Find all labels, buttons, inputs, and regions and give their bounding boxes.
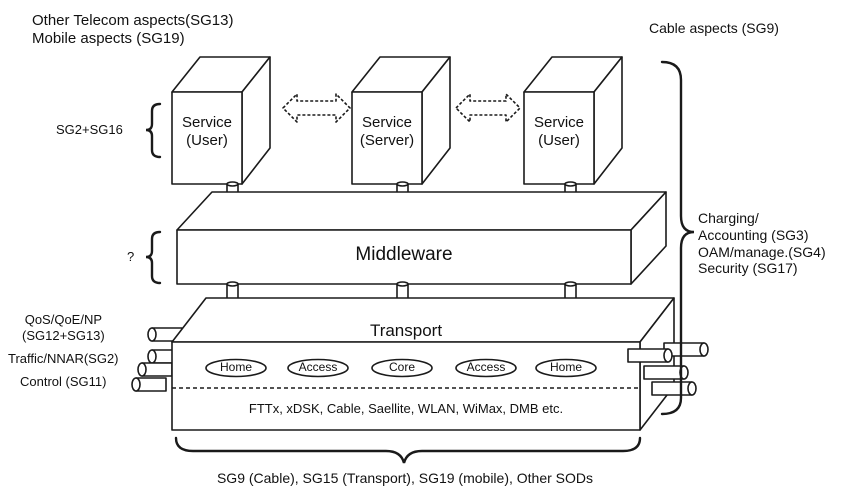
mobile-aspects-label: Mobile aspects (SG19) (32, 30, 185, 47)
service-user-right-label: Service (User) (533, 114, 585, 149)
control-label: Control (SG11) (20, 374, 107, 389)
middleware-group-label: ? (127, 249, 135, 264)
segment-home-left: Home (219, 360, 252, 374)
service-box-server (351, 56, 451, 185)
segment-access-left: Access (298, 360, 338, 374)
top-left-heading: Other Telecom aspects(SG13) Mobile aspec… (32, 12, 233, 48)
middleware-slab (176, 191, 667, 285)
transport-segment-ellipses (205, 358, 597, 378)
brace-right-cross-layer (660, 60, 695, 416)
transport-label: Transport (369, 321, 443, 340)
right-connector-cylinders (627, 342, 709, 396)
service-box-user-left (171, 56, 271, 185)
transport-technologies-label: FTTx, xDSK, Cable, Saellite, WLAN, WiMax… (248, 401, 564, 416)
service-user-left-label: Service (User) (181, 114, 233, 149)
service-group-label: SG2+SG16 (56, 122, 123, 137)
security-label: Security (SG17) (698, 260, 798, 277)
segment-access-right: Access (466, 360, 506, 374)
service-server-label: Service (Server) (359, 114, 415, 149)
bottom-sg-label: SG9 (Cable), SG15 (Transport), SG19 (mob… (216, 470, 594, 486)
segment-core: Core (388, 360, 415, 374)
brace-service-group (145, 102, 162, 159)
right-cross-layer-labels: Charging/ Accounting (SG3) OAM/manage.(S… (698, 210, 826, 277)
brace-middleware-group (145, 230, 162, 285)
dashed-arrow-user-server (282, 93, 351, 123)
transport-slab (171, 297, 675, 431)
oam-label: OAM/manage.(SG4) (698, 243, 826, 260)
segment-home-right: Home (549, 360, 582, 374)
brace-bottom-transport (174, 436, 642, 464)
qos-label: QoS/QoE/NP (SG12+SG13) (22, 312, 105, 343)
middleware-label: Middleware (355, 244, 453, 265)
traffic-label: Traffic/NNAR(SG2) (8, 351, 119, 366)
charging-label: Charging/ (698, 210, 759, 226)
service-box-user-right (523, 56, 623, 185)
other-telecom-aspects-label: Other Telecom aspects(SG13) (32, 12, 234, 29)
accounting-label: Accounting (SG3) (698, 226, 809, 243)
dashed-arrow-server-user (455, 93, 521, 123)
cable-aspects-label: Cable aspects (SG9) (649, 20, 779, 36)
